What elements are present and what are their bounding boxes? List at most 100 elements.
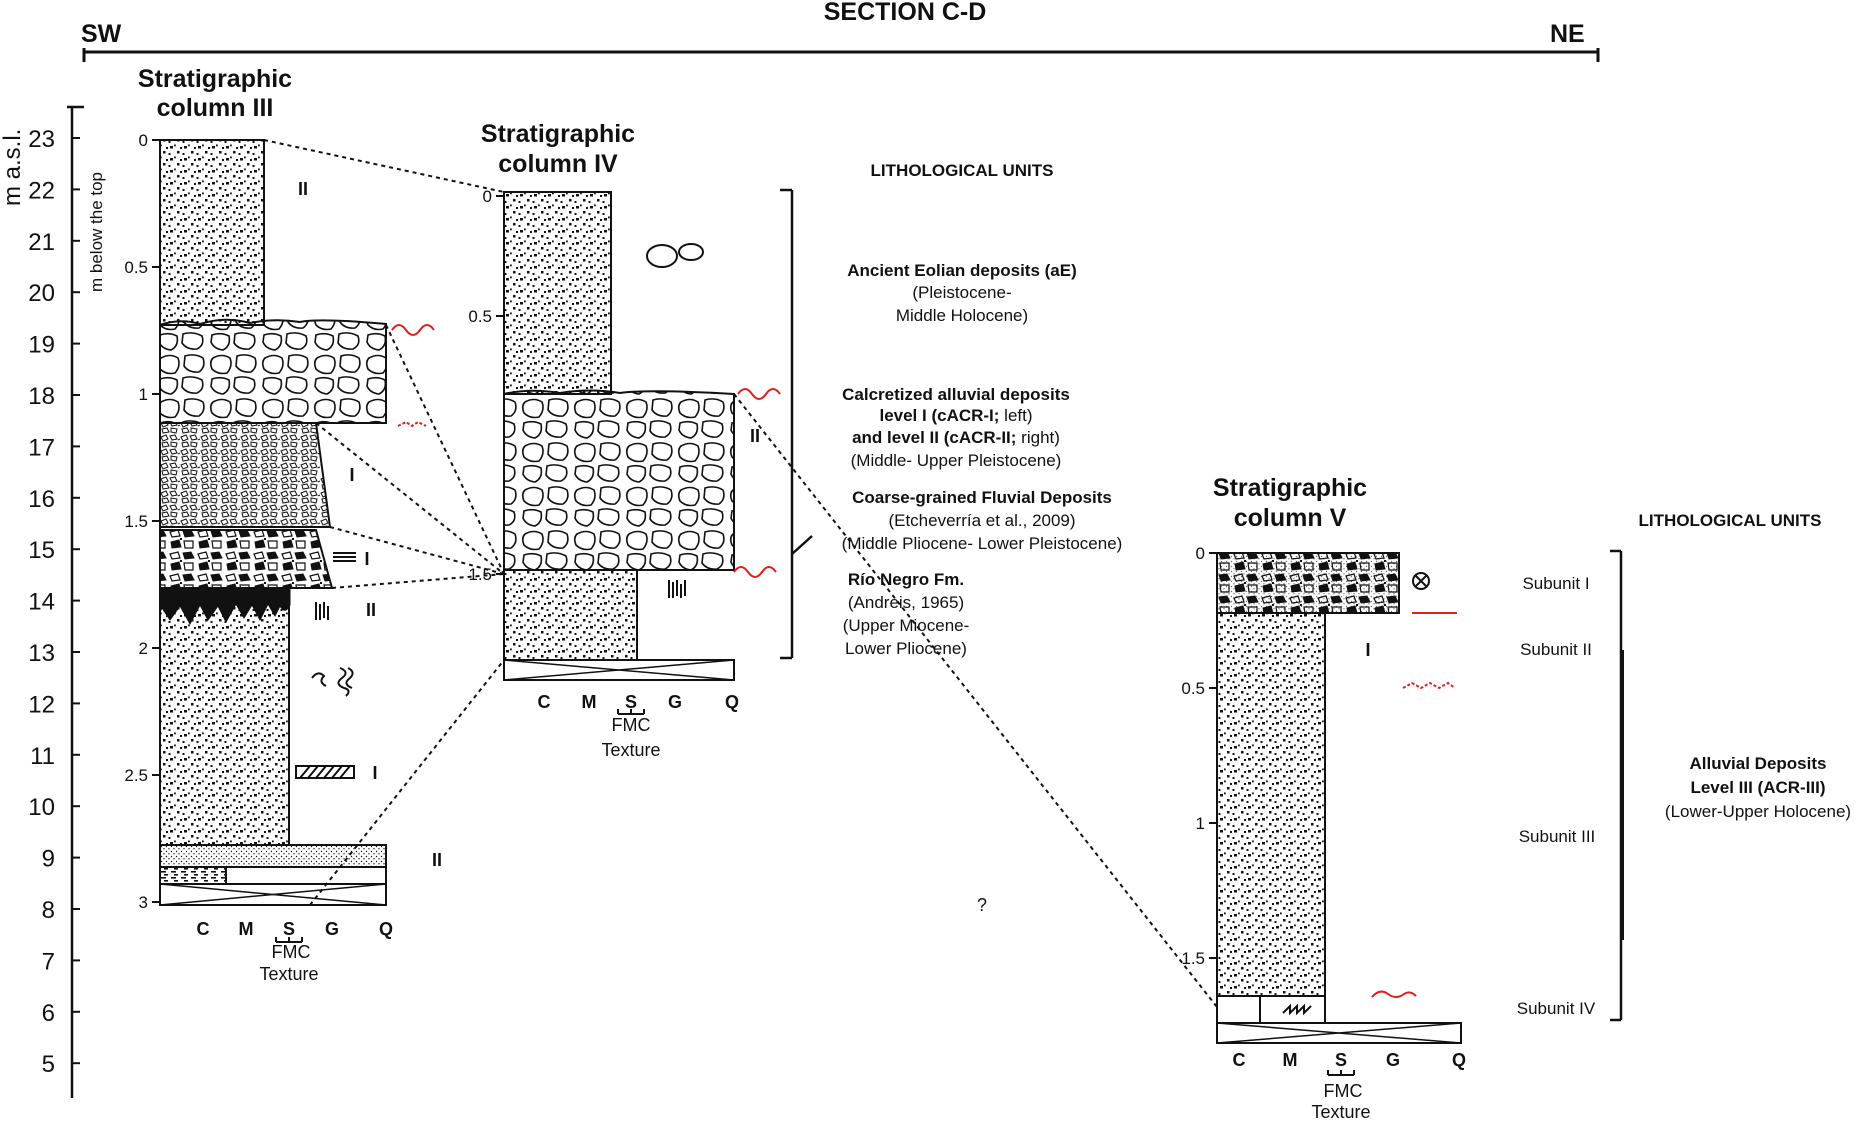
col3-symbol-2: I [349,465,354,485]
texture-class-label: Q [379,919,393,939]
axis-tick-label: 5 [42,1051,55,1078]
column-v-title-line2: column V [1234,504,1347,532]
subunit-2-label: Subunit II [1520,640,1592,659]
col3-cross-bedding-icon [295,765,355,779]
depth-tick-label: 1.5 [1181,949,1205,968]
col3-roots-icon [315,602,329,620]
col4-erosive-contact-upper-icon [737,388,781,400]
col3-lamination-icon [333,552,356,562]
unit-rionegro-name: Río Negro Fm. [848,570,964,589]
depth-tick-label: 1 [139,385,148,404]
column-iii-title-line2: column III [157,94,274,122]
texture-class-label: S [1335,1050,1347,1070]
col5-gravel-layer-sand-overprint [1216,552,1400,614]
depth-tick-label: 0 [483,187,492,206]
column-v-title-line1: Stratigraphic [1213,474,1367,502]
texture-class-label: M [239,919,254,939]
axis-tick-label: 15 [28,537,55,564]
col5-erosive-contact-icon [1371,990,1417,998]
question-mark: ? [977,895,987,915]
col3-symbol-1: II [298,179,308,199]
axis-tick-label: 20 [28,280,55,307]
col4-roots-icon [668,580,686,598]
col4-calcrete-conglomerate-layer [503,389,735,571]
stratigraphic-column-v: Stratigraphic column V 00.511.5 C M S G Q FM… [1181,474,1466,1122]
axis-tick-label: 19 [28,332,55,359]
texture-class-label: M [582,692,597,712]
axis-tick-label: 21 [28,229,55,256]
stratigraphic-column-iii: Stratigraphic column III m below the top… [87,65,442,984]
lithological-units-heading-left: LITHOLOGICAL UNITS [871,161,1054,180]
texture-class-label: S [283,919,295,939]
column-iv-title-line1: Stratigraphic [481,120,635,148]
col3-sand-layer [159,587,290,846]
section-header: SECTION C-D SW NE [81,0,1600,62]
axis-tick-label: 6 [42,1000,55,1027]
col4-erosive-contact-lower-icon [733,566,777,578]
texture-class-label: G [668,692,682,712]
col3-clay-layer [225,866,387,885]
texture-class-label: C [1233,1050,1246,1070]
unit-rionegro-ref: (Andreis, 1965) [848,593,964,612]
axis-tick-label: 9 [42,846,55,873]
column-iii-title-line1: Stratigraphic [138,65,292,93]
section-end-sw: SW [81,20,122,48]
col3-erosive-contact-icon [391,324,435,336]
col5-silt-layer [1216,995,1261,1024]
lithological-units-left: LITHOLOGICAL UNITS Ancient Eolian deposi… [780,161,1123,660]
col3-gravel-layer [159,529,334,589]
axis-tick-label: 18 [28,383,55,410]
subunit-1-label: Subunit I [1522,574,1589,593]
col4-eolian-layer [503,191,612,395]
col3-burrows-icon [311,667,354,697]
texture-class-label: G [1386,1050,1400,1070]
depth-tick-label: 0 [1196,544,1205,563]
section-end-ne: NE [1550,20,1585,48]
axis-tick-label: 22 [28,177,55,204]
column-v-depth-ticks: 00.511.5 [1181,544,1217,968]
column-iii-depth-label: m below the top [87,172,106,292]
column-iv-depth-ticks: 00.51.5 [468,187,504,584]
col4-concretions-icon [646,243,704,268]
col3-symbol-4: II [366,600,376,620]
col4-covered-base [503,659,735,681]
texture-class-label: Q [1452,1050,1466,1070]
subunit-4-label: Subunit IV [1517,999,1596,1018]
axis-tick-label: 8 [42,897,55,924]
column-iii-depth-ticks: 00.511.522.53 [124,131,160,912]
col3-calcrete-layer [159,422,332,528]
unit-aE-name: Ancient Eolian deposits (aE) [847,261,1077,280]
column-v-sand-classes: FMC [1324,1081,1363,1101]
col3-calcrete-conglomerate-layer [159,318,387,424]
unit-bracket-left [780,188,813,660]
unit-cACR-age: (Middle- Upper Pleistocene) [851,451,1062,470]
col3-symbol-6: II [432,850,442,870]
col5-symbol-1: I [1365,640,1370,660]
column-iv-texture-label: Texture [601,740,660,760]
axis-tick-label: 10 [28,794,55,821]
unit-acr-iii-name-1: Alluvial Deposits [1690,754,1827,773]
depth-tick-label: 3 [139,893,148,912]
lithological-units-right: LITHOLOGICAL UNITS Subunit I Subunit II … [1517,511,1851,1022]
texture-class-label: S [625,692,637,712]
unit-aE-age-2: Middle Holocene) [896,306,1028,325]
column-iv-title-line2: column IV [498,150,618,178]
axis-label: m a.s.l. [0,129,26,206]
axis-tick-label: 17 [28,434,55,461]
col5-ripples-icon [1282,1003,1312,1016]
subunit-3-label: Subunit III [1519,827,1596,846]
texture-class-label: C [538,692,551,712]
col3-symbol-3: I [364,549,369,569]
unit-fluvial-age: (Middle Pliocene- Lower Pleistocene) [842,534,1123,553]
axis-tick-label: 16 [28,486,55,513]
subunit-bracket [1610,549,1623,1022]
unit-cACR-name-3: and level II (cACR-II; right) [852,428,1060,447]
texture-class-label: M [1283,1050,1298,1070]
unit-acr-iii-name-2: Level III (ACR-III) [1690,778,1825,797]
